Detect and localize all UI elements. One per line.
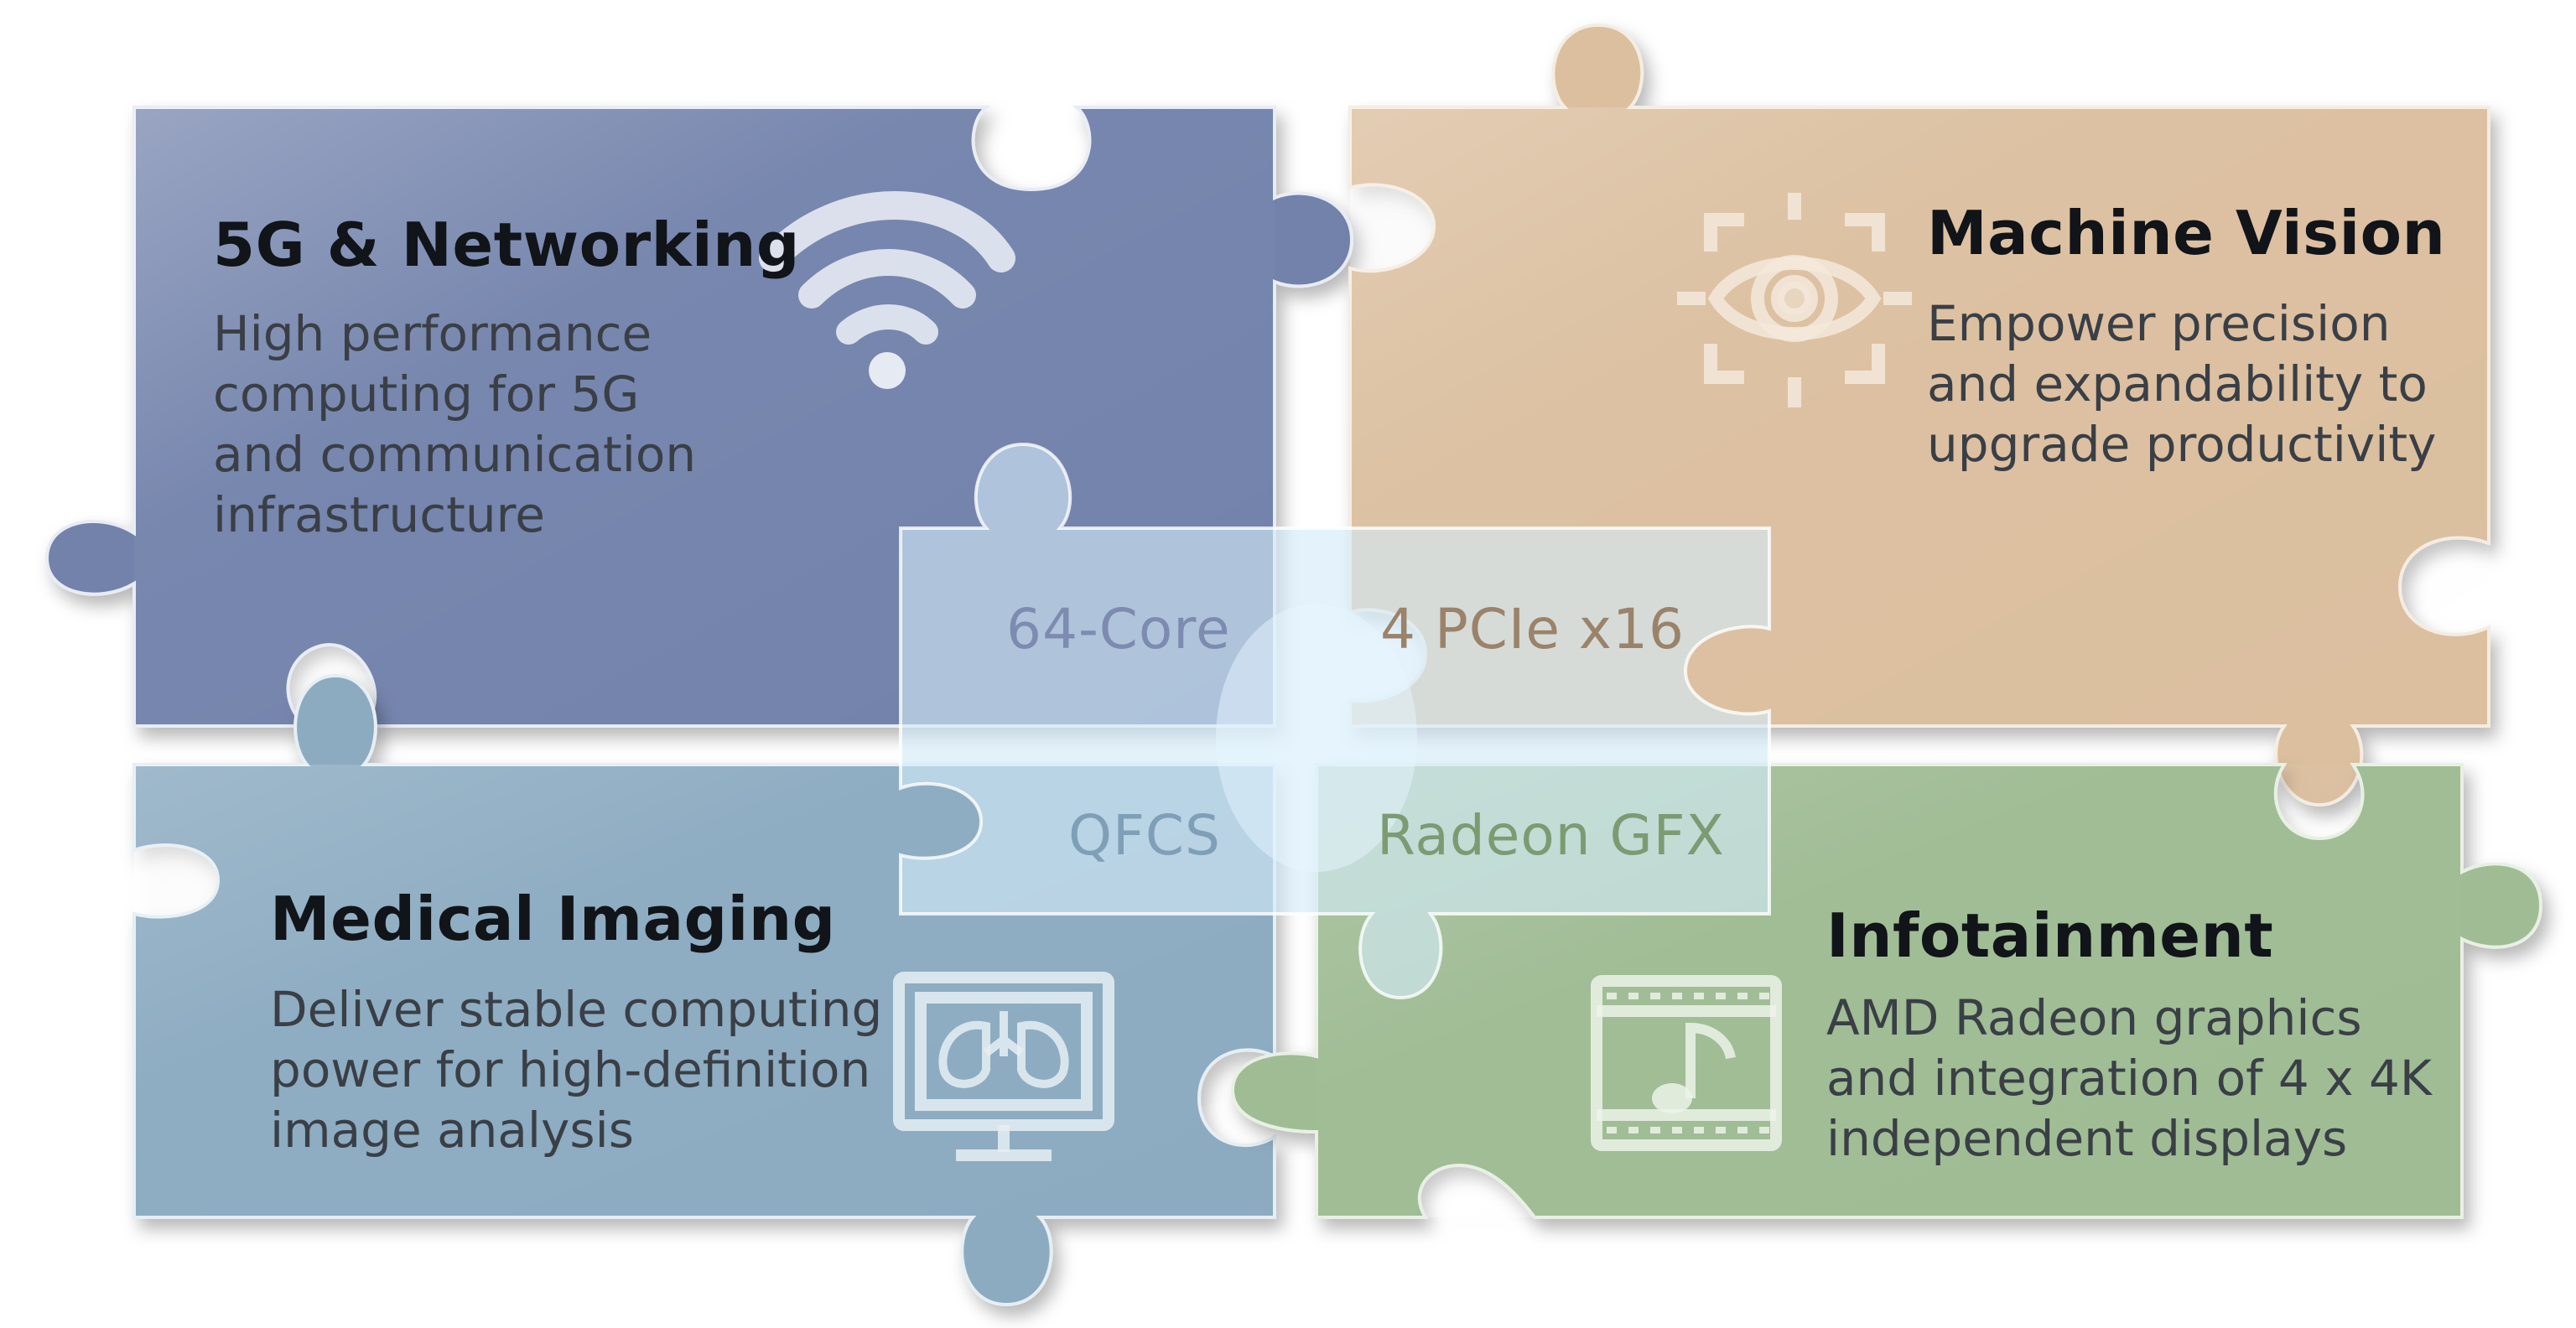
- networking-description-line: and communication: [213, 426, 697, 483]
- wifi-icon: [759, 191, 1015, 389]
- vision-title: Machine Vision: [1927, 198, 2446, 268]
- networking-description-line: infrastructure: [213, 486, 545, 543]
- vision-description-line: and expandability to: [1927, 355, 2428, 412]
- vision-description: Empower precision and expandability to u…: [1927, 293, 2436, 475]
- center-piece: [899, 442, 1771, 1000]
- center-label-core: 64-Core: [1006, 597, 1231, 661]
- center-label-pcie: 4 PCIe x16: [1380, 597, 1685, 661]
- networking-description-line: High performance: [213, 305, 652, 362]
- eye-icon: [1677, 193, 1912, 407]
- medical-description-line: image analysis: [270, 1102, 634, 1159]
- networking-description-line: computing for 5G: [213, 366, 640, 423]
- music-video-icon: [1591, 975, 1782, 1151]
- center-label-radeon: Radeon GFX: [1377, 803, 1725, 868]
- infotainment-description-line: AMD Radeon graphics: [1826, 989, 2362, 1046]
- infotainment-title: Infotainment: [1826, 900, 2274, 971]
- infotainment-description-line: and integration of 4 x 4K: [1826, 1050, 2432, 1107]
- medical-title: Medical Imaging: [270, 884, 836, 954]
- infotainment-description: AMD Radeon graphics and integration of 4…: [1826, 988, 2432, 1169]
- medical-description-line: power for high-definition: [270, 1041, 871, 1098]
- lung-monitor-icon: [893, 972, 1114, 1161]
- infotainment-description-line: independent displays: [1826, 1110, 2348, 1167]
- networking-description: High performance computing for 5G and co…: [213, 303, 696, 545]
- center-label-qfcs: QFCS: [1068, 803, 1221, 868]
- medical-description: Deliver stable computing power for high-…: [270, 979, 882, 1160]
- vision-description-line: Empower precision: [1927, 295, 2391, 352]
- networking-title: 5G & Networking: [213, 210, 800, 280]
- vision-description-line: upgrade productivity: [1927, 416, 2437, 473]
- medical-description-line: Deliver stable computing: [270, 981, 883, 1038]
